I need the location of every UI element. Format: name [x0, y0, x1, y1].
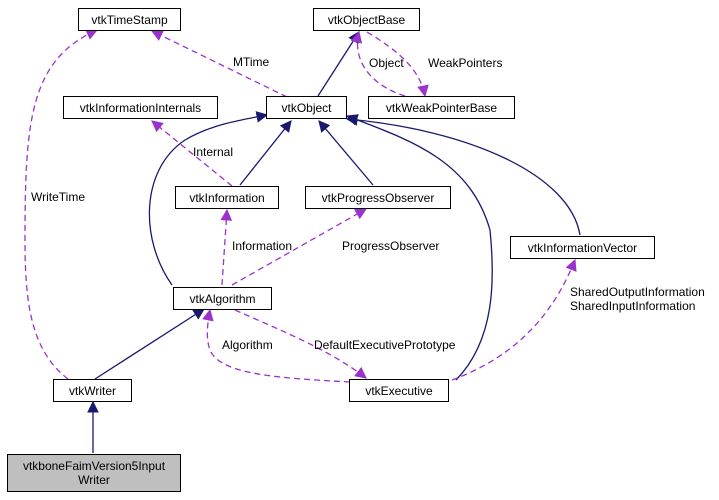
edge-algorithm-to-information: [220, 208, 233, 286]
node-vtkwriter[interactable]: vtkWriter: [53, 379, 132, 402]
node-vtkinformationvector[interactable]: vtkInformationVector: [510, 236, 655, 259]
node-vtktimestamp[interactable]: vtkTimeStamp: [78, 8, 181, 31]
edge-object-to-objectbase: [317, 31, 360, 97]
edge-label-algorithm: Algorithm: [222, 338, 273, 352]
edge-label-sharedinformation: SharedOutputInformation SharedInputInfor…: [570, 285, 705, 313]
node-vtkalgorithm[interactable]: vtkAlgorithm: [173, 287, 272, 310]
edge-writer-to-timestamp-writetime: [24, 28, 99, 380]
edge-label-writetime: WriteTime: [31, 190, 85, 204]
edge-label-information: Information: [232, 239, 293, 253]
edge-writer-to-algorithm: [94, 308, 205, 380]
edge-information-to-object: [239, 120, 292, 186]
edge-algorithm-to-executive-defaultexecutiveprototype: [234, 309, 367, 379]
edge-label-internal: Internal: [193, 145, 234, 159]
edge-label-object: Object: [369, 56, 404, 70]
node-vtkinformation[interactable]: vtkInformation: [175, 186, 279, 209]
node-vtkweakpointerbase[interactable]: vtkWeakPointerBase: [368, 96, 515, 119]
edge-object-to-timestamp-mtime: [150, 30, 288, 98]
node-vtkobjectbase[interactable]: vtkObjectBase: [313, 8, 420, 31]
edge-label-mtime: MTime: [233, 55, 270, 69]
edge-executive-to-algorithm-algorithm: [202, 308, 351, 383]
edge-label-defaultexecutiveprototype: DefaultExecutivePrototype: [314, 338, 456, 352]
edge-weakpointerbase-to-objectbase-object: [350, 30, 406, 97]
node-vtkbonefaimversion5inputwriter[interactable]: vtkboneFaimVersion5Input Writer: [7, 454, 181, 492]
edge-objectbase-to-weakpointerbase-weakpointers: [366, 31, 429, 98]
node-vtkexecutive[interactable]: vtkExecutive: [349, 379, 449, 402]
edge-executive-to-object: [345, 114, 493, 381]
edge-label-progressobserver: ProgressObserver: [342, 239, 440, 253]
edge-information-to-internals-internal: [151, 120, 233, 187]
node-vtkinformationinternals[interactable]: vtkInformationInternals: [63, 96, 218, 119]
edge-progressobserver-to-object: [318, 120, 374, 186]
node-vtkobject[interactable]: vtkObject: [266, 96, 347, 119]
edge-algorithm-to-object: [148, 111, 269, 286]
edge-label-weakpointers: WeakPointers: [428, 56, 503, 70]
edge-algorithm-to-progressobserver: [231, 208, 368, 286]
edge-executive-to-informationvector-shared: [451, 258, 577, 381]
edge-informationvector-to-object: [345, 114, 581, 236]
node-vtkprogressobserver[interactable]: vtkProgressObserver: [305, 186, 451, 209]
